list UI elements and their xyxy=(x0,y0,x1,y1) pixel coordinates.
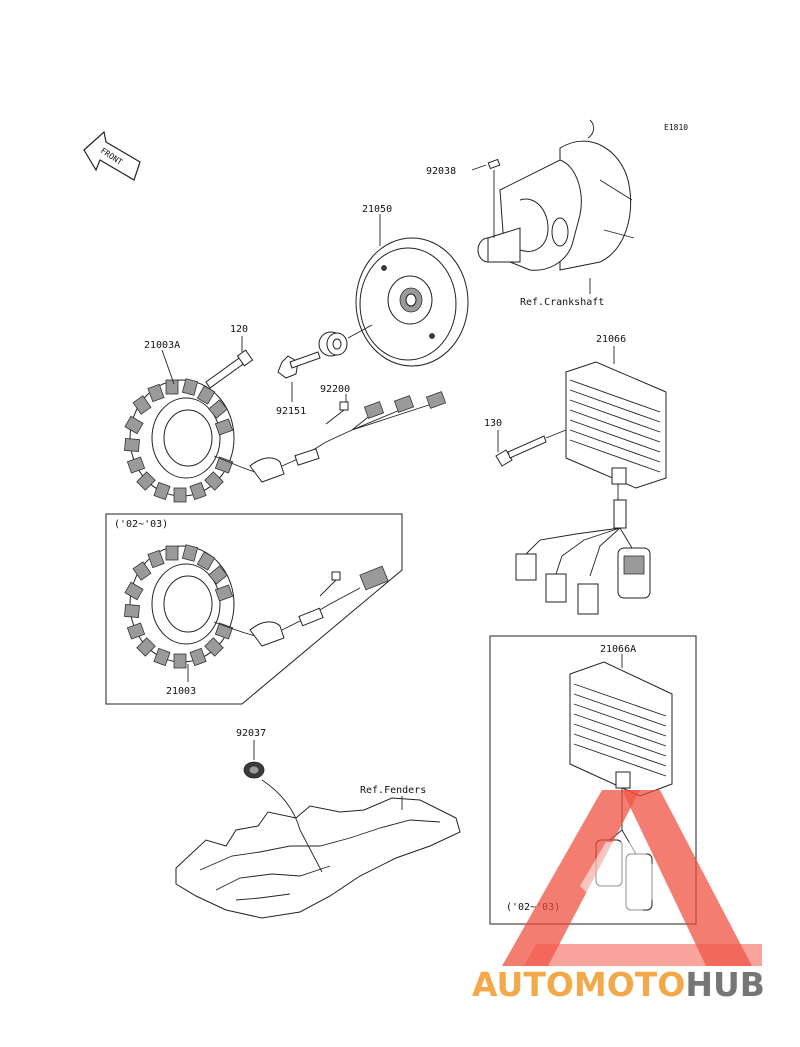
label-92151: 92151 xyxy=(276,406,306,417)
bolt-92151 xyxy=(277,351,321,379)
label-21050: 21050 xyxy=(362,204,392,215)
watermark-text-hub: HUB xyxy=(685,965,765,1004)
year-box-left xyxy=(105,513,403,705)
label-21003A: 21003A xyxy=(144,340,180,351)
automotohub-watermark: AUTOMOTOHUB xyxy=(472,790,765,1004)
key-92038 xyxy=(487,158,501,170)
crankshaft-ref-drawing xyxy=(477,119,635,271)
rotor-21050 xyxy=(355,237,469,367)
stator-21003A xyxy=(124,378,235,503)
label-92038: 92038 xyxy=(426,166,456,177)
label-ref-crankshaft: Ref.Crankshaft xyxy=(520,297,604,308)
stator-wire-harness xyxy=(213,391,447,483)
label-130: 130 xyxy=(484,418,502,429)
bolt-120 xyxy=(205,349,254,389)
watermark-text-automoto: AUTOMOTO xyxy=(472,965,685,1004)
label-ref-fenders: Ref.Fenders xyxy=(360,785,426,796)
year-box-right-label: ('02~'03) xyxy=(506,902,560,913)
label-92200: 92200 xyxy=(320,384,350,395)
washer xyxy=(318,331,348,357)
regulator-21066 xyxy=(515,361,667,615)
label-21003: 21003 xyxy=(166,686,196,697)
label-21066A: 21066A xyxy=(600,644,636,655)
watermark-text: AUTOMOTOHUB xyxy=(472,965,765,1004)
cap-92037 xyxy=(243,761,265,779)
fender-ref-drawing xyxy=(175,779,461,919)
label-120: 120 xyxy=(230,324,248,335)
stator-21003 xyxy=(124,544,389,669)
diagram-code: E1810 xyxy=(664,123,688,132)
bolt-130 xyxy=(495,435,547,467)
label-92037: 92037 xyxy=(236,728,266,739)
year-box-left-label: ('02~'03) xyxy=(114,519,168,530)
front-arrow-icon: FRONT xyxy=(83,130,141,181)
label-21066: 21066 xyxy=(596,334,626,345)
